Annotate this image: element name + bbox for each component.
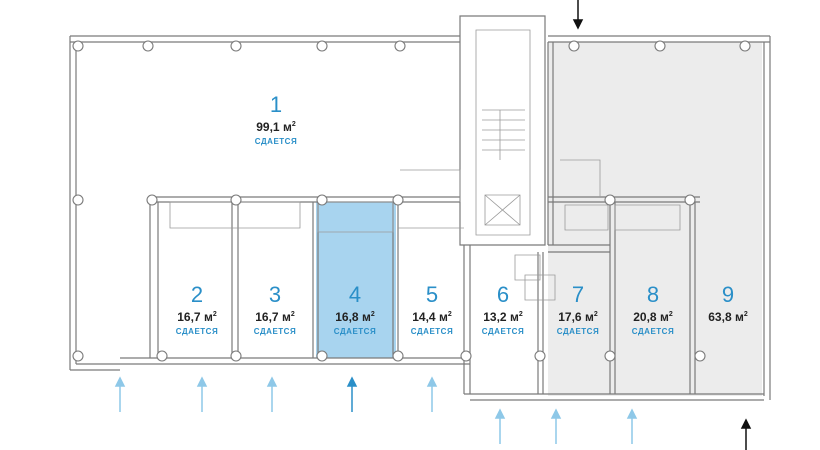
- unit-9-label: 9 63,8 м2: [708, 282, 748, 325]
- unit-4-area[interactable]: [316, 202, 396, 358]
- unit-area: 99,1 м2: [256, 120, 296, 134]
- unit-3-label: 3 16,7 м2 СДАЕТСЯ: [253, 282, 297, 337]
- unit-status: СДАЕТСЯ: [175, 327, 219, 336]
- unit-status: СДАЕТСЯ: [481, 327, 525, 336]
- unit-status: СДАЕТСЯ: [556, 327, 600, 336]
- unit-number: 7: [571, 282, 585, 307]
- entrance-arrow-icon: [494, 408, 506, 444]
- columns: [72, 40, 751, 362]
- unit-area: 63,8 м2: [708, 310, 748, 324]
- unit-area: 16,7 м2: [255, 310, 295, 324]
- entrance-arrow-icon: [626, 408, 638, 444]
- unit-9-area[interactable]: [548, 42, 762, 396]
- unit-number: 4: [348, 282, 362, 307]
- unit-1-label: 1 99,1 м2 СДАЕТСЯ: [254, 92, 298, 147]
- entrance-arrow-icon: [266, 376, 278, 412]
- unit-2-label: 2 16,7 м2 СДАЕТСЯ: [175, 282, 219, 337]
- unit-area: 20,8 м2: [633, 310, 673, 324]
- entrance-arrow-icon: [550, 408, 562, 444]
- unit-area: 13,2 м2: [483, 310, 523, 324]
- entrance-arrow-icon: [426, 376, 438, 412]
- unit-area: 14,4 м2: [412, 310, 452, 324]
- unit-status: СДАЕТСЯ: [631, 327, 675, 336]
- unit-6-label: 6 13,2 м2 СДАЕТСЯ: [481, 282, 525, 337]
- entrance-arrows: [114, 376, 638, 444]
- unit-number: 8: [646, 282, 660, 307]
- unit-number: 5: [425, 282, 439, 307]
- unit-area: 17,6 м2: [558, 310, 598, 324]
- unit-number: 6: [496, 282, 510, 307]
- unit-status: СДАЕТСЯ: [253, 327, 297, 336]
- entrance-arrow-icon: [346, 376, 358, 412]
- walls: [69, 15, 771, 401]
- unit-number: 1: [269, 92, 283, 117]
- entrance-arrow-icon: [114, 376, 126, 412]
- unit-area: 16,7 м2: [177, 310, 217, 324]
- main-entrance-arrow-icon: [740, 418, 752, 450]
- unit-number: 3: [268, 282, 282, 307]
- main-entrance-arrow-icon: [572, 0, 584, 30]
- unit-area: 16,8 м2: [335, 310, 375, 324]
- unit-7-label: 7 17,6 м2 СДАЕТСЯ: [556, 282, 600, 337]
- unit-number: 2: [190, 282, 204, 307]
- unit-status: СДАЕТСЯ: [333, 327, 377, 336]
- entrance-arrow-icon: [196, 376, 208, 412]
- unit-status: СДАЕТСЯ: [410, 327, 454, 336]
- unit-status: СДАЕТСЯ: [254, 137, 298, 146]
- unit-number: 9: [721, 282, 735, 307]
- unit-8-label: 8 20,8 м2 СДАЕТСЯ: [631, 282, 675, 337]
- unit-5-label: 5 14,4 м2 СДАЕТСЯ: [410, 282, 454, 337]
- unit-4-label: 4 16,8 м2 СДАЕТСЯ: [333, 282, 377, 337]
